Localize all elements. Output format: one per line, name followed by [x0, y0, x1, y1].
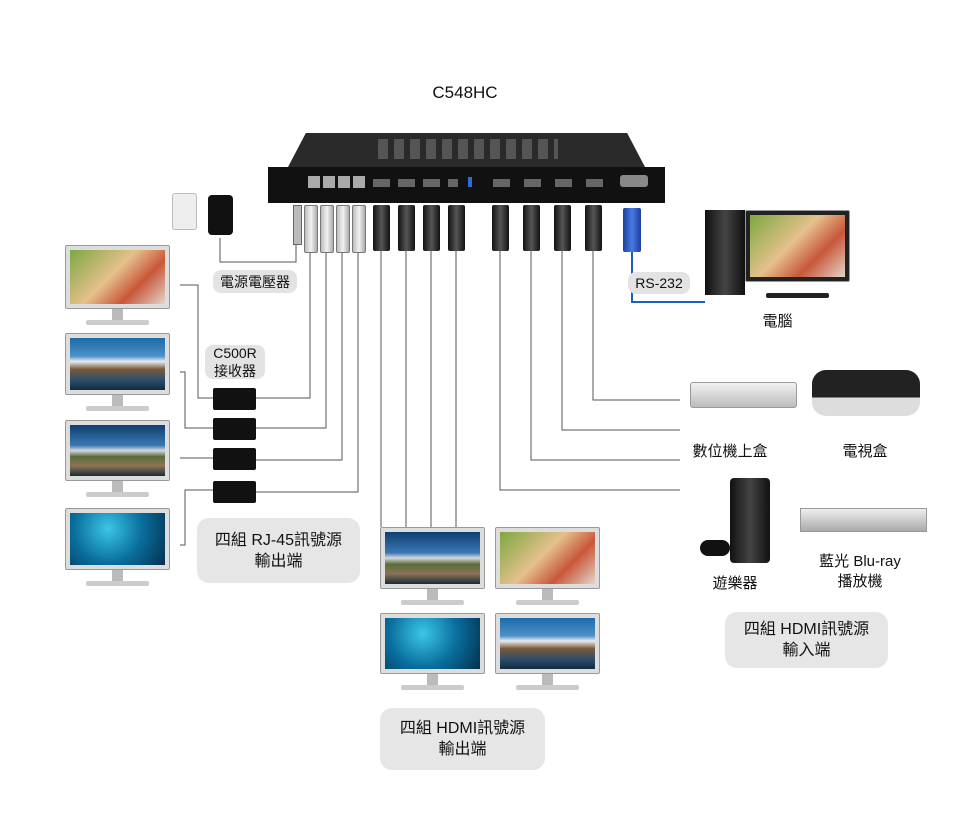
hdmi-output-line1: 四組 HDMI訊號源 — [399, 720, 526, 737]
bluray-label: 藍光 Blu-ray 播放機 — [800, 552, 920, 592]
c500r-receiver-icon — [213, 448, 256, 470]
power-adapter-icon — [208, 195, 233, 235]
hdmi-plug-icon — [448, 205, 465, 251]
computer-label: 電腦 — [762, 313, 793, 330]
rj45-plug-icon — [352, 205, 366, 253]
c500r-receiver-icon — [213, 481, 256, 503]
bluray-label-line2: 播放機 — [837, 573, 883, 590]
pc-monitor — [745, 210, 850, 298]
game-console-label: 遊樂器 — [712, 575, 758, 592]
pc-tower-icon — [705, 210, 745, 295]
hdmi-input-line2: 輸入端 — [782, 642, 831, 659]
rj45-output-monitor — [65, 508, 170, 586]
bluray-label-line1: 藍光 Blu-ray — [819, 553, 901, 570]
set-top-box-label: 數位機上盒 — [692, 443, 768, 460]
rj45-output-line1: 四組 RJ-45訊號源 — [214, 531, 343, 549]
set-top-box-icon — [690, 382, 797, 408]
hdmi-plug-icon — [554, 205, 571, 251]
game-controller-icon — [700, 540, 730, 556]
rj45-output-line2: 輸出端 — [254, 552, 303, 570]
hdmi-output-monitor — [495, 613, 600, 690]
game-console-icon — [730, 478, 770, 563]
tv-box-icon — [812, 370, 920, 416]
receiver-label: C500R 接收器 — [205, 345, 265, 379]
hdmi-plug-icon — [585, 205, 602, 251]
hdmi-plug-icon — [523, 205, 540, 251]
hdmi-plug-icon — [423, 205, 440, 251]
hdmi-output-label: 四組 HDMI訊號源輸出端 — [380, 708, 545, 770]
device-title: C548HC — [432, 83, 498, 102]
rj45-plug-icon — [304, 205, 318, 253]
hdmi-plug-icon — [373, 205, 390, 251]
hdmi-output-monitor — [380, 613, 485, 690]
c500r-receiver-icon — [213, 418, 256, 440]
rj45-plug-icon — [336, 205, 350, 253]
vga-plug-icon — [623, 208, 641, 252]
receiver-label-model: C500R — [213, 345, 257, 361]
rj45-plug-icon — [320, 205, 334, 253]
bluray-player-icon — [800, 508, 927, 532]
power-adapter-label: 電源電壓器 — [213, 270, 297, 293]
tv-box-label: 電視盒 — [842, 443, 888, 460]
hdmi-plug-icon — [492, 205, 509, 251]
receiver-label-text: 接收器 — [214, 363, 256, 379]
c500r-receiver-icon — [213, 388, 256, 410]
c548hc-device — [268, 133, 665, 203]
hdmi-output-monitor — [495, 527, 600, 605]
rj45-output-monitor — [65, 333, 170, 411]
rj45-output-monitor — [65, 245, 170, 325]
rs232-label: RS-232 — [628, 272, 690, 294]
hdmi-input-label: 四組 HDMI訊號源輸入端 — [725, 612, 888, 668]
wall-outlet-icon — [172, 193, 197, 230]
hdmi-plug-icon — [398, 205, 415, 251]
hdmi-output-monitor — [380, 527, 485, 605]
hdmi-input-line1: 四組 HDMI訊號源 — [743, 621, 870, 638]
rj45-output-monitor — [65, 420, 170, 497]
rj45-output-label: 四組 RJ-45訊號源輸出端 — [197, 518, 360, 583]
hdmi-output-line2: 輸出端 — [438, 741, 487, 758]
dc-plug-icon — [293, 205, 302, 245]
